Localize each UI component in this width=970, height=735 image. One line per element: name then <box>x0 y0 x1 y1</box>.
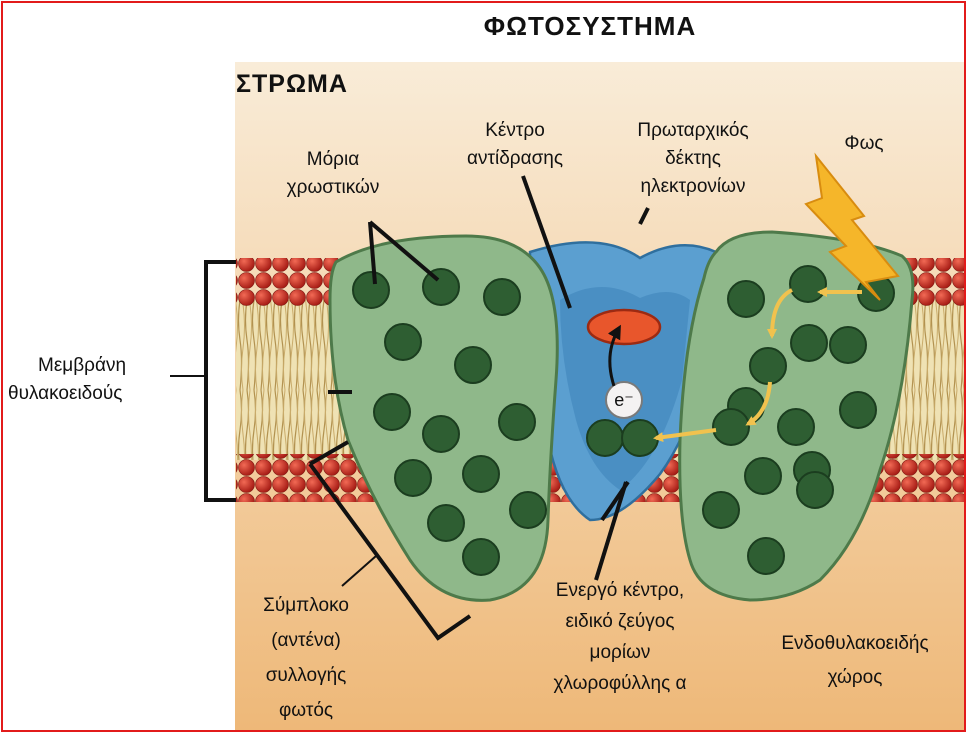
antenna-complex-label: Σύμπλοκο (αντένα) συλλογής φωτός <box>236 588 376 728</box>
special-pair-label-line: Ενεργό κέντρο, <box>520 575 720 606</box>
primary-acceptor <box>588 310 660 344</box>
primary-acceptor-label-line: δέκτης <box>608 145 778 173</box>
pigment-molecules-label-line: χρωστικών <box>268 174 398 202</box>
light-label: Φως <box>834 130 894 158</box>
pigment-molecules-label-line: Μόρια <box>268 146 398 174</box>
membrane-bracket <box>206 262 236 500</box>
special-pair-label: Ενεργό κέντρο, ειδικό ζεύγος μορίων χλωρ… <box>520 575 720 699</box>
diagram-title: ΦΩΤΟΣΥΣΤΗΜΑ <box>445 12 735 40</box>
thylakoid-membrane-label-line: θυλακοειδούς <box>8 380 126 408</box>
antenna-complex-label-line: Σύμπλοκο <box>236 588 376 623</box>
special-pair-label-line: ειδικό ζεύγος <box>520 606 720 637</box>
antenna-complex-label-line: φωτός <box>236 693 376 728</box>
primary-acceptor-label-line: Πρωταρχικός <box>608 117 778 145</box>
primary-acceptor-label-line: ηλεκτρονίων <box>608 173 778 201</box>
stroma-label: ΣΤΡΩΜΑ <box>236 70 348 98</box>
primary-acceptor-label: Πρωταρχικός δέκτης ηλεκτρονίων <box>608 117 778 201</box>
lumen-label-line: χώρος <box>748 661 962 695</box>
pigment-molecules-label: Μόρια χρωστικών <box>268 146 398 202</box>
lumen-label-line: Ενδοθυλακοειδής <box>748 627 962 661</box>
thylakoid-membrane-label-line: Μεμβράνη <box>38 352 126 380</box>
special-pair-label-line: μορίων <box>520 637 720 668</box>
antenna-complex-label-line: συλλογής <box>236 658 376 693</box>
antenna-complex-label-line: (αντένα) <box>236 623 376 658</box>
reaction-center-label-line: αντίδρασης <box>440 145 590 173</box>
reaction-center-label: Κέντρο αντίδρασης <box>440 117 590 173</box>
electron-label: e⁻ <box>606 386 642 414</box>
thylakoid-membrane-label: Μεμβράνη θυλακοειδούς <box>38 352 126 408</box>
lumen-label: Ενδοθυλακοειδής χώρος <box>748 627 962 695</box>
special-pair-label-line: χλωροφύλλης α <box>520 668 720 699</box>
reaction-center-label-line: Κέντρο <box>440 117 590 145</box>
